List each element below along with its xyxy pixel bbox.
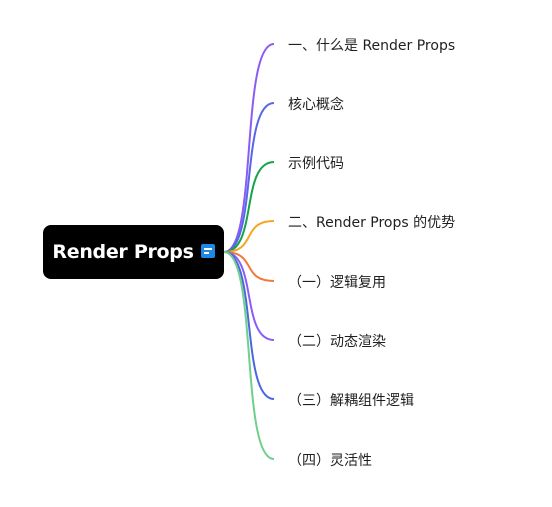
branch-line-3 [223,220,275,253]
branch-line-5 [223,251,275,341]
child-node-1[interactable]: 核心概念 [288,97,344,113]
child-node-0[interactable]: 一、什么是 Render Props [288,38,456,54]
child-node-2[interactable]: 示例代码 [288,156,344,172]
note-icon[interactable] [200,244,215,258]
root-node-label: Render Props [52,241,194,263]
branch-line-7 [223,251,275,460]
branch-line-2 [223,161,275,253]
branch-line-6 [223,251,275,400]
branch-line-0 [223,43,275,253]
root-node[interactable]: Render Props [43,225,224,279]
branch-line-4 [223,251,275,282]
branch-line-1 [223,102,275,253]
child-node-7[interactable]: （四）灵活性 [288,453,372,469]
child-node-6[interactable]: （三）解耦组件逻辑 [288,393,414,409]
child-node-4[interactable]: （一）逻辑复用 [288,275,386,291]
child-node-3[interactable]: 二、Render Props 的优势 [288,215,456,231]
child-node-5[interactable]: （二）动态渲染 [288,334,386,350]
